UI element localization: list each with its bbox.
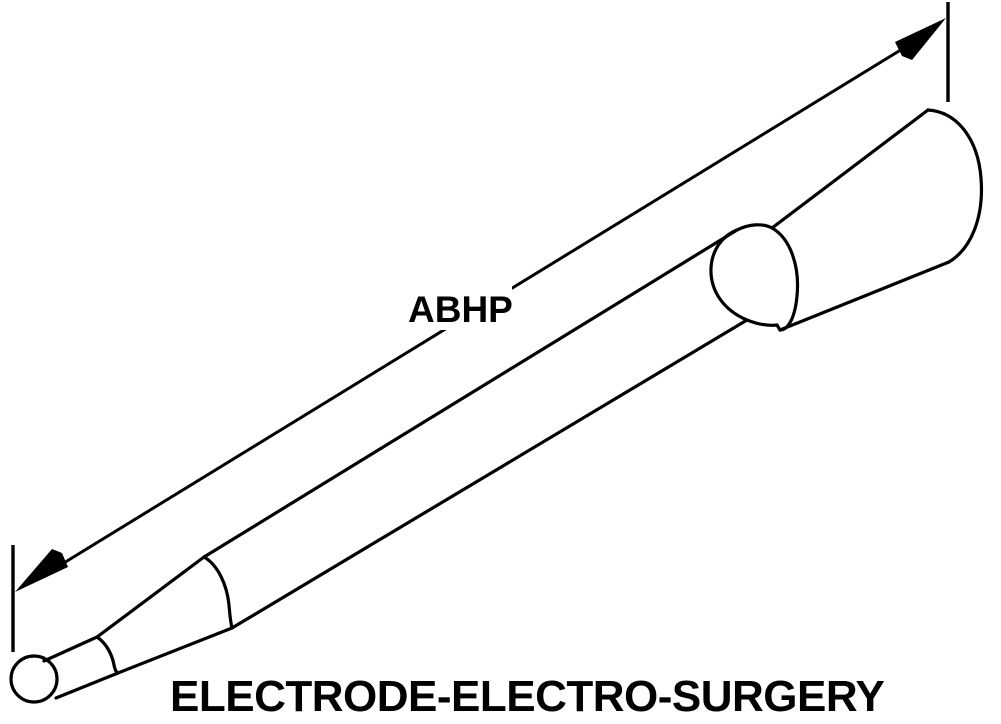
shaft-upper-edge bbox=[202, 228, 739, 559]
dimension-label-abhp: ABHP bbox=[408, 289, 513, 330]
shaft-lower-edge bbox=[230, 318, 749, 630]
taper-lower-slant bbox=[116, 626, 234, 675]
needle-stem-upper-edge bbox=[42, 635, 99, 663]
figure-caption: ELECTRODE-ELECTRO-SURGERY bbox=[170, 672, 884, 721]
handle-upper-edge bbox=[770, 108, 930, 230]
handle-lower-edge bbox=[778, 260, 951, 332]
taper-small-end-arc bbox=[95, 635, 120, 675]
dimension-arrowhead-upper-right bbox=[895, 18, 946, 60]
handle-domed-end bbox=[926, 108, 984, 264]
electrode-part-outline bbox=[9, 108, 984, 704]
taper-upper-slant bbox=[95, 555, 206, 639]
collar-top-join bbox=[735, 223, 774, 232]
ball-tip-sphere bbox=[9, 654, 59, 704]
collar-bottom-join bbox=[775, 323, 782, 332]
needle-stem-lower-edge bbox=[54, 671, 120, 700]
dimension-annotation-abhp: ABHP bbox=[11, 2, 950, 652]
dimension-label-backdrop bbox=[396, 284, 512, 330]
dimension-arrowhead-lower-left bbox=[15, 549, 68, 592]
collar-front-arc bbox=[709, 228, 779, 327]
collar-outer-arc bbox=[770, 226, 800, 332]
taper-large-end-arc bbox=[202, 555, 234, 630]
